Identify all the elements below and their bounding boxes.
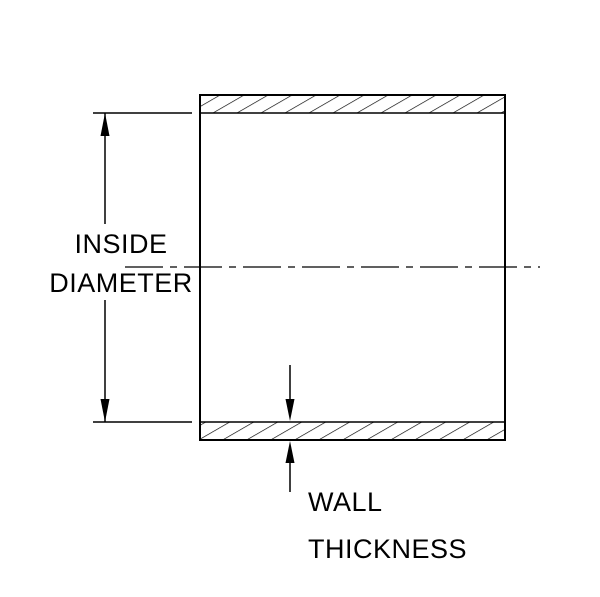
arrow-up-icon	[100, 113, 110, 136]
wall-thickness-label-line1: WALL	[308, 487, 383, 517]
arrow-down-icon	[100, 399, 110, 422]
wall-thickness-label-line2: THICKNESS	[308, 534, 467, 564]
arrow-up-icon	[285, 441, 295, 463]
top-wall-hatch	[200, 95, 505, 113]
inside-diameter-label-line1: INSIDE	[74, 229, 167, 259]
inside-diameter-label-line2: DIAMETER	[49, 268, 193, 298]
arrow-down-icon	[285, 399, 295, 421]
bottom-wall-hatch	[200, 422, 505, 440]
